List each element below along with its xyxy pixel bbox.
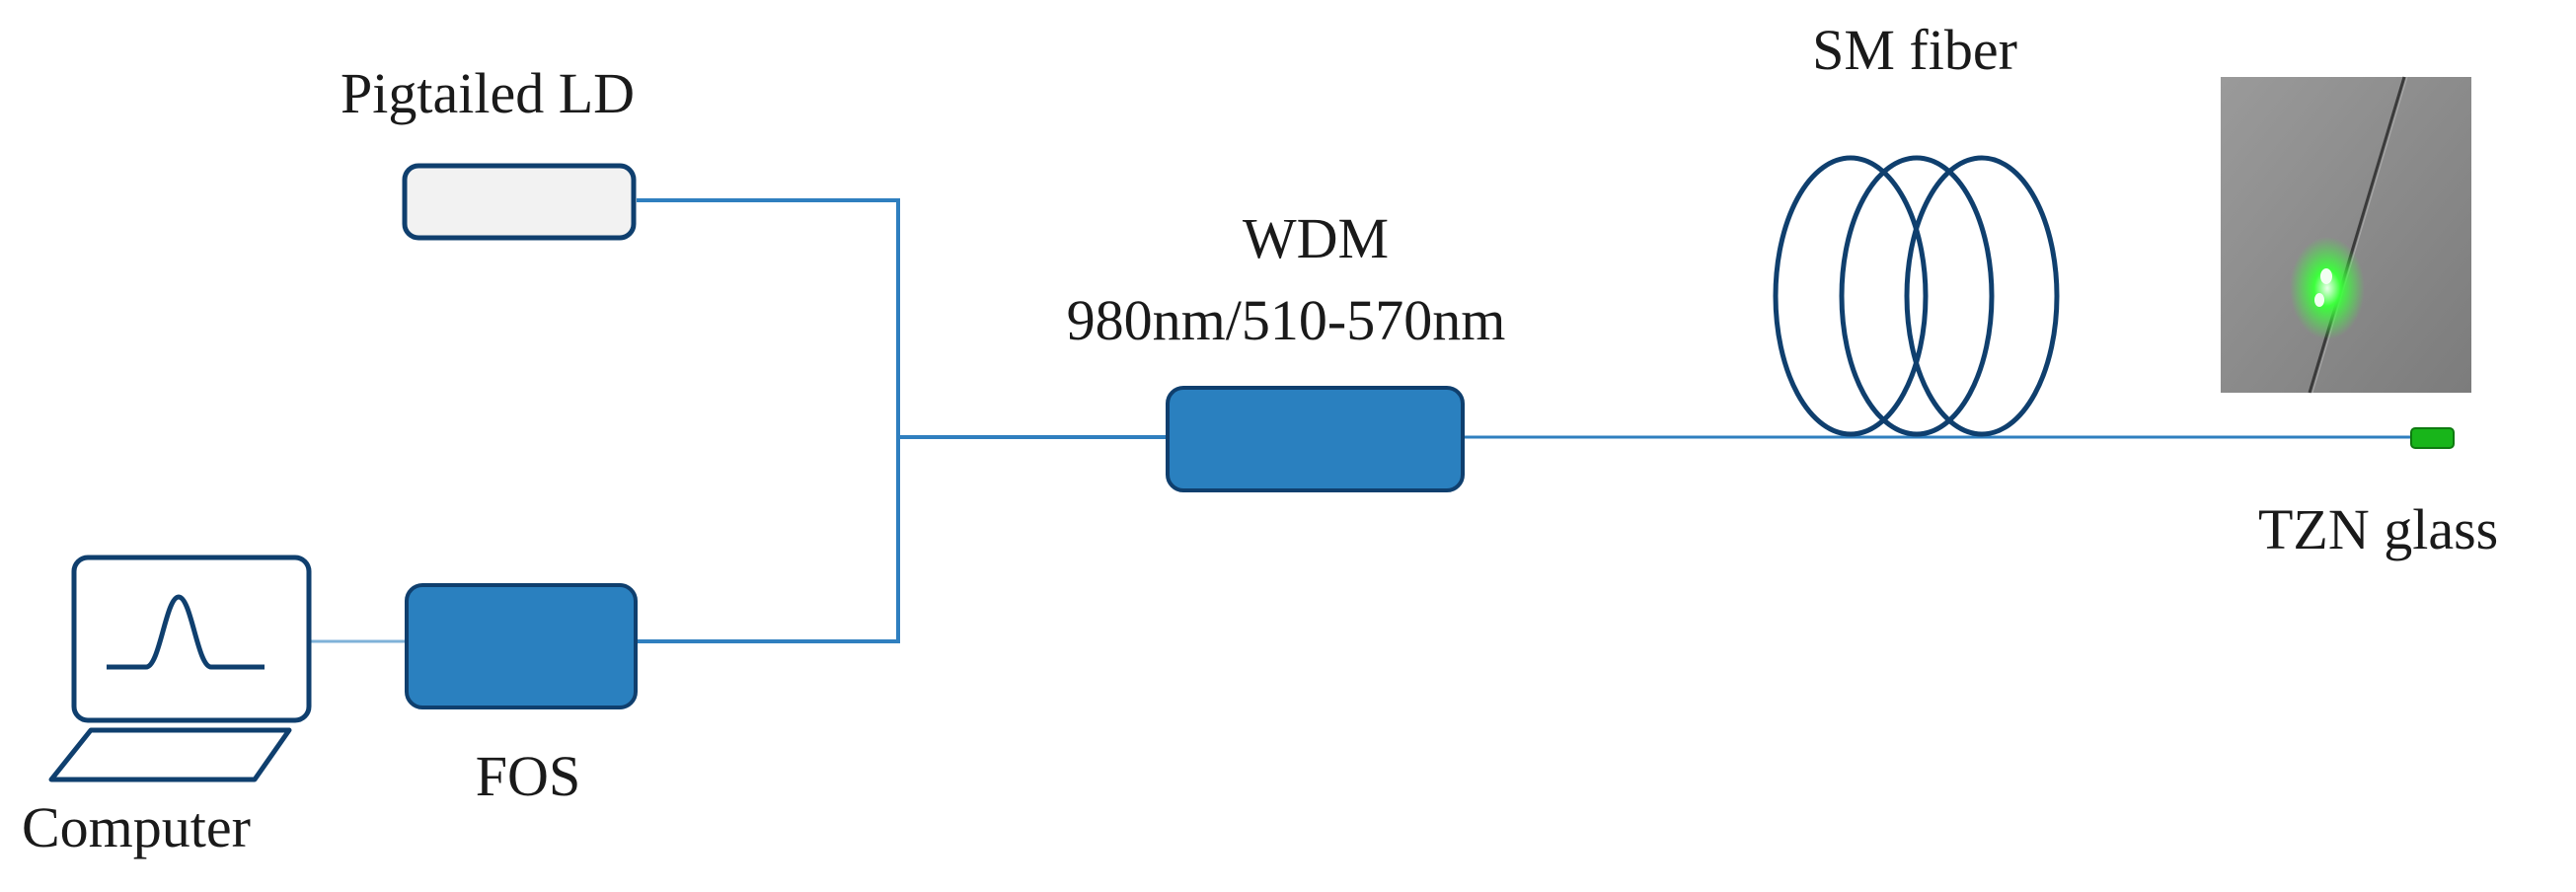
- fiber-fos-to-junction: [637, 437, 900, 643]
- fos-box: [405, 583, 638, 709]
- signal-peak: [107, 594, 265, 670]
- fiber-ld-to-junction: [637, 198, 900, 437]
- wdm-spec-label: 980nm/510-570nm: [1066, 288, 1506, 352]
- wdm-label: WDM: [1242, 206, 1390, 270]
- laptop-icon: [48, 555, 312, 782]
- laptop-keyboard: [48, 727, 292, 782]
- fiber-lines: [311, 198, 2411, 643]
- pigtailed-ld-label: Pigtailed LD: [341, 61, 636, 125]
- tzn-sample: [2410, 427, 2455, 449]
- fos-label: FOS: [475, 744, 581, 808]
- laptop-screen: [71, 555, 312, 723]
- fiber-coil-icon: [1773, 155, 2060, 437]
- sm-fiber-label: SM fiber: [1812, 18, 2017, 82]
- sample-photo: [2221, 76, 2471, 394]
- pigtailed-ld-box: [402, 163, 637, 241]
- tzn-glass-label: TZN glass: [2258, 497, 2499, 561]
- wdm-box: [1166, 386, 1465, 492]
- computer-label: Computer: [22, 795, 251, 859]
